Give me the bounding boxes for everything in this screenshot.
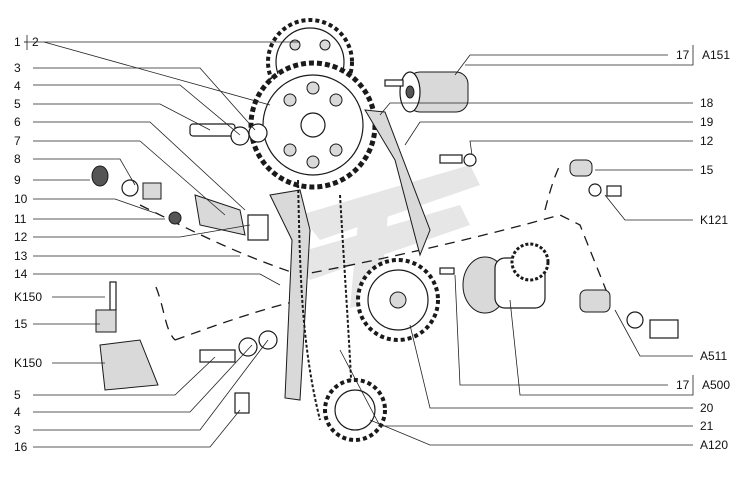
small-parts-left <box>91 123 278 414</box>
leader-lines-right <box>339 45 694 446</box>
label-k150-bottom: K150 <box>14 356 42 370</box>
label-20: 20 <box>700 401 714 415</box>
label-3: 3 <box>14 61 21 75</box>
tensioner-assembly-a500 <box>462 242 550 314</box>
bracket-1-2 <box>24 35 28 50</box>
leader-lines-left <box>24 41 300 448</box>
label-15-left: 15 <box>14 317 28 331</box>
oil-line-dashed <box>139 204 611 341</box>
small-parts-right <box>439 153 679 339</box>
label-6: 6 <box>14 115 21 129</box>
label-21: 21 <box>700 419 714 433</box>
label-a151: A151 <box>702 48 730 62</box>
label-1: 1 <box>14 35 21 49</box>
label-14: 14 <box>14 267 28 281</box>
label-a120: A120 <box>700 438 728 452</box>
label-19: 19 <box>700 115 714 129</box>
label-13: 13 <box>14 249 28 263</box>
label-18: 18 <box>700 96 714 110</box>
label-12-right: 12 <box>700 134 714 148</box>
chain-tensioner-a151 <box>384 71 469 113</box>
label-k150-top: K150 <box>14 290 42 304</box>
label-12: 12 <box>14 230 28 244</box>
label-11: 11 <box>14 212 27 226</box>
label-3-lower: 3 <box>14 423 21 437</box>
label-4: 4 <box>14 79 21 93</box>
label-4-lower: 4 <box>14 405 21 419</box>
intermediate-sprocket <box>356 258 440 342</box>
label-k121: K121 <box>700 213 728 227</box>
label-16: 16 <box>14 440 28 454</box>
label-2: 2 <box>32 35 39 49</box>
label-a511: A511 <box>700 349 727 363</box>
label-17-bottom: 17 <box>676 378 690 392</box>
label-15-right: 15 <box>700 163 714 177</box>
label-7: 7 <box>14 134 21 148</box>
oil-line-outline <box>155 164 561 341</box>
chain-guide-left <box>269 189 311 401</box>
camshaft-sprocket-lower <box>248 60 378 190</box>
label-5: 5 <box>14 97 21 111</box>
crankshaft-sprocket <box>323 378 387 442</box>
label-17-top: 17 <box>676 48 690 62</box>
label-10: 10 <box>14 192 28 206</box>
chain-guide-right <box>364 109 431 257</box>
label-9: 9 <box>14 173 21 187</box>
label-a500: A500 <box>702 378 730 392</box>
label-8: 8 <box>14 152 21 166</box>
label-5-lower: 5 <box>14 388 21 402</box>
